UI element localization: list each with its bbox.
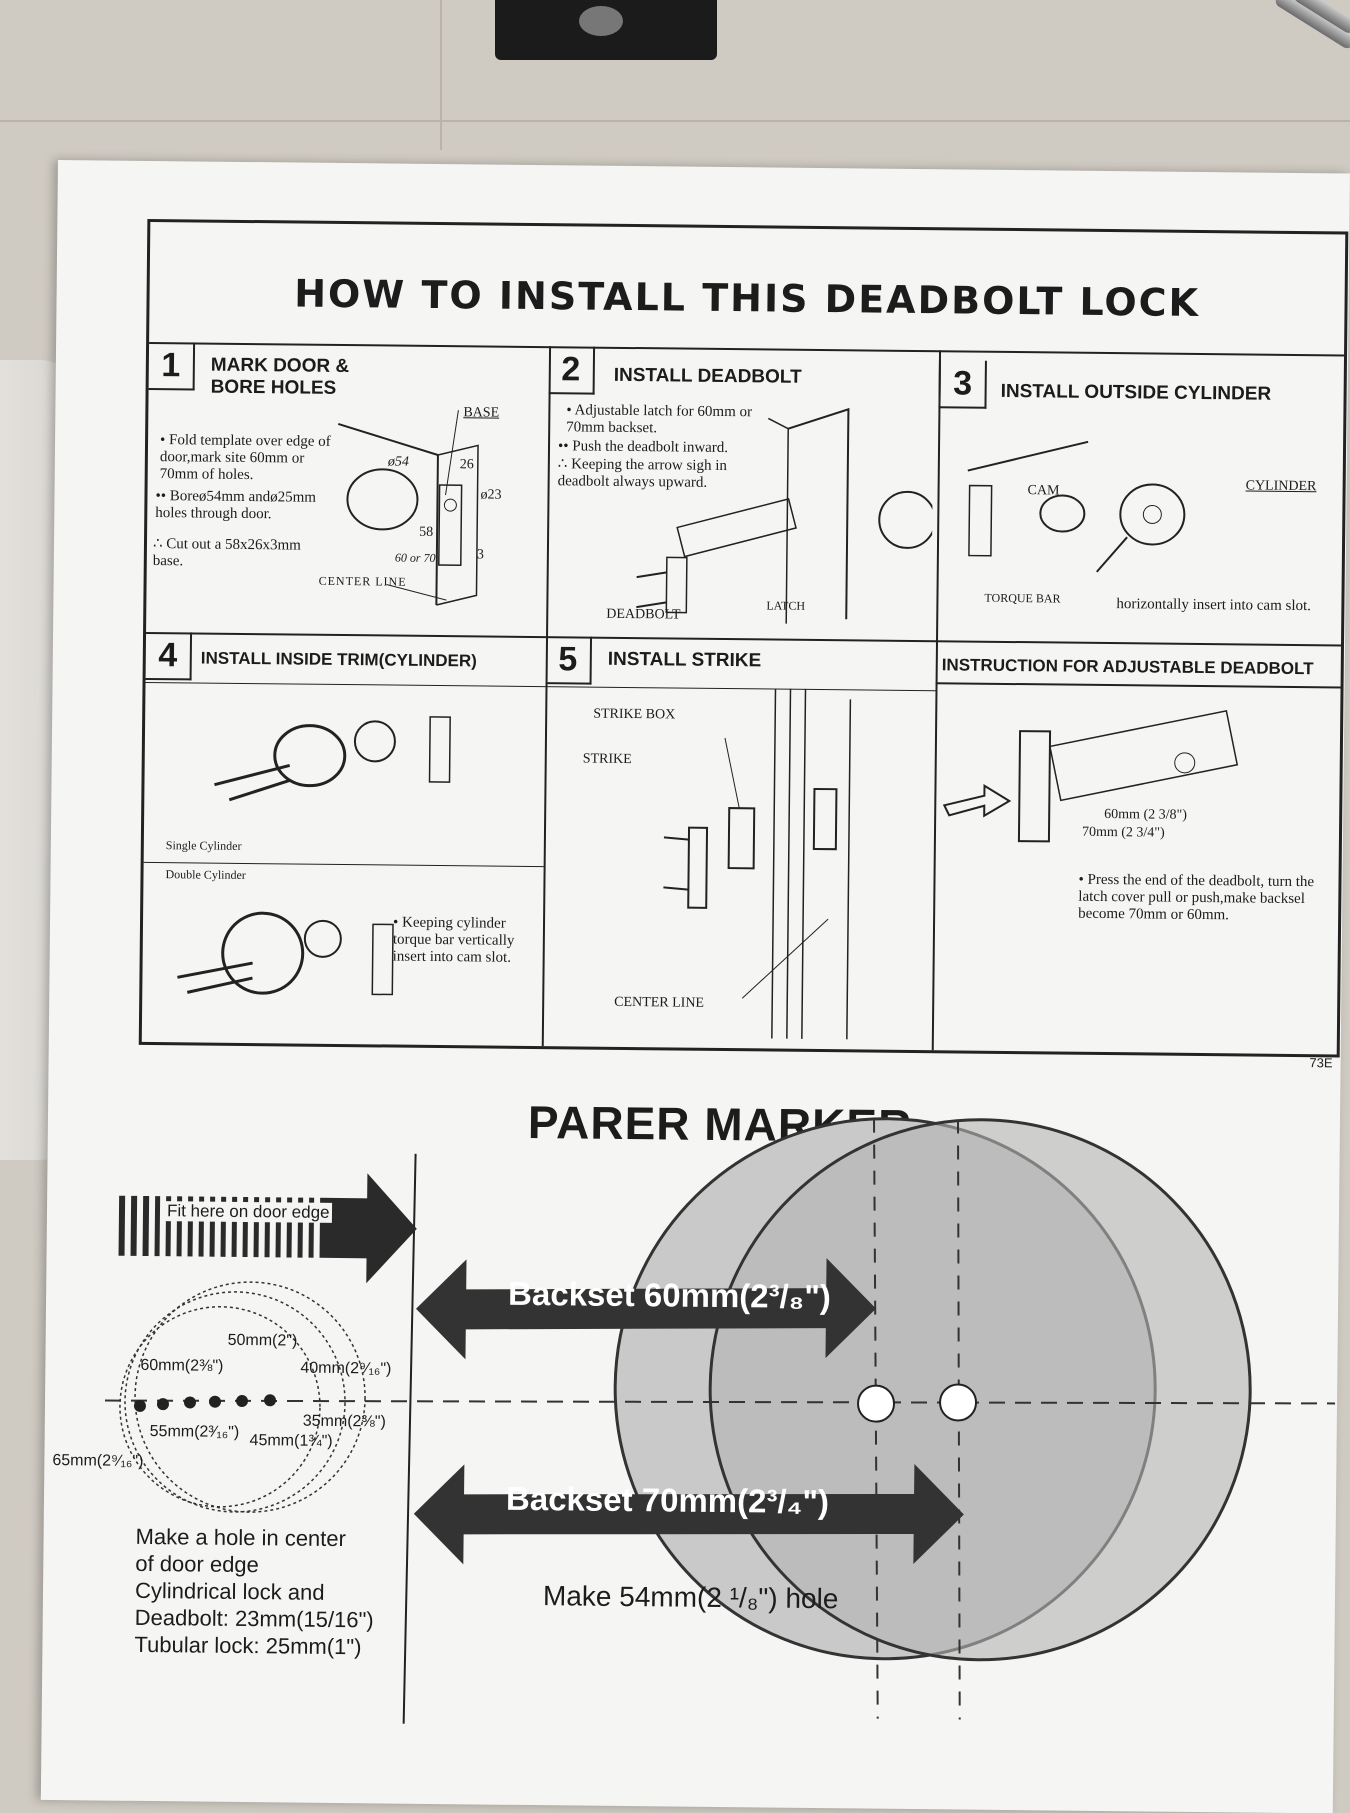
step-note: horizontally insert into cam slot. bbox=[1116, 596, 1312, 615]
step-number: 3 bbox=[938, 360, 987, 409]
backset-60-label: Backset 60mm(2³/₈") bbox=[507, 1274, 832, 1316]
step-number: 2 bbox=[548, 346, 596, 395]
lock-plate-photo bbox=[495, 0, 717, 60]
note-line: Make a hole in center bbox=[135, 1523, 347, 1552]
label-d23: ø23 bbox=[480, 487, 502, 503]
step-3: 3 INSTALL OUTSIDE CYLINDER CYLINDER CAM … bbox=[150, 222, 1345, 614]
step-bullet: • Keeping cylinder torque bar vertically… bbox=[392, 914, 515, 966]
instructions-title: HOW TO INSTALL THIS DEADBOLT LOCK bbox=[293, 271, 1201, 325]
note-line: Tubular lock: 25mm(1") bbox=[134, 1631, 362, 1660]
step-4: 4 INSTALL INSIDE TRIM(CYLINDER) Single C… bbox=[145, 222, 1345, 996]
label-single-cylinder: Single Cylinder bbox=[165, 838, 242, 853]
step-5: 5 INSTALL STRIKE STRIKE BOX STRIKE CENTE… bbox=[150, 222, 1345, 1040]
step-title: INSTALL STRIKE bbox=[607, 648, 762, 672]
label-70mm: 70mm (2 3/4") bbox=[1081, 824, 1165, 841]
dim-label: 50mm(2") bbox=[227, 1331, 298, 1350]
instruction-sheet: HOW TO INSTALL THIS DEADBOLT LOCK 1 MARK… bbox=[40, 160, 1350, 1813]
label-latch: LATCH bbox=[766, 598, 806, 613]
marker-template bbox=[105, 1117, 1336, 1724]
note-line: of door edge bbox=[135, 1550, 259, 1578]
double-cylinder-diagram bbox=[177, 911, 394, 996]
floor-tile-seam bbox=[440, 0, 442, 150]
note-line: Cylindrical lock and bbox=[134, 1577, 325, 1605]
label-3: 3 bbox=[476, 547, 484, 563]
dim-label: 45mm(1¾") bbox=[249, 1432, 333, 1450]
label-d54: ø54 bbox=[387, 454, 409, 470]
step-bullet: ∴ Cut out a 58x26x3mm base. bbox=[152, 536, 301, 570]
label-deadbolt: DEADBOLT bbox=[606, 606, 681, 623]
outside-cylinder-diagram bbox=[967, 440, 1186, 573]
door-bore-diagram bbox=[337, 410, 479, 606]
step-title: BORE HOLES bbox=[210, 376, 337, 399]
label-center-line: CENTER LINE bbox=[614, 994, 705, 1011]
label-58: 58 bbox=[419, 524, 434, 540]
instructions-frame: HOW TO INSTALL THIS DEADBOLT LOCK 1 MARK… bbox=[138, 218, 1349, 1058]
label-double-cylinder: Double Cylinder bbox=[165, 867, 246, 883]
label-60or70: 60 or 70 bbox=[394, 550, 436, 565]
step-title: INSTALL INSIDE TRIM(CYLINDER) bbox=[200, 648, 477, 671]
step-bullet: •• Boreø54mm andø25mm holes through door… bbox=[155, 488, 317, 523]
label-center-line: CENTER LINE bbox=[318, 573, 407, 589]
note-line: Deadbolt: 23mm(15/16") bbox=[134, 1604, 374, 1633]
step-title: INSTALL OUTSIDE CYLINDER bbox=[1000, 380, 1272, 405]
step-2: 2 INSTALL DEADBOLT • Adjustable latch fo… bbox=[150, 222, 1345, 624]
step-title: INSTRUCTION FOR ADJUSTABLE DEADBOLT bbox=[941, 655, 1314, 679]
step-number: 1 bbox=[148, 341, 196, 391]
step-title: MARK DOOR & bbox=[210, 354, 350, 378]
dim-label: 40mm(2⁹⁄₁₆") bbox=[300, 1359, 392, 1378]
hole-note: Make a hole in center of door edge Cylin… bbox=[134, 1523, 374, 1660]
fit-door-edge-label: Fit here on door edge bbox=[164, 1201, 332, 1223]
step-number: 4 bbox=[145, 631, 193, 681]
dim-label: 35mm(2⅜") bbox=[302, 1412, 386, 1431]
dim-label: 55mm(2³⁄₁₆") bbox=[149, 1423, 240, 1441]
dim-label: 60mm(2⅜") bbox=[140, 1356, 224, 1375]
dim-label: 65mm(2⁹⁄₁₆") bbox=[52, 1452, 144, 1470]
label-cam: CAM bbox=[1027, 483, 1060, 499]
label-cylinder: CYLINDER bbox=[1245, 478, 1317, 495]
hole-size-label: Make 54mm(2 ¹/₈") hole bbox=[542, 1580, 839, 1615]
step-bullet: • Press the end of the deadbolt, turn th… bbox=[1078, 871, 1315, 924]
step-1: 1 MARK DOOR & BORE HOLES • Fold template… bbox=[148, 222, 1345, 606]
backset-70-label: Backset 70mm(2³/₄") bbox=[505, 1479, 830, 1521]
strike-diagram bbox=[663, 688, 852, 1040]
label-torque-bar: TORQUE BAR bbox=[984, 590, 1061, 606]
step-adjustable: INSTRUCTION FOR ADJUSTABLE DEADBOLT 60mm… bbox=[150, 222, 1345, 923]
label-60mm: 60mm (2 3/8") bbox=[1104, 806, 1187, 823]
floor-tile-seam bbox=[0, 120, 1350, 122]
screws-photo bbox=[1260, 0, 1350, 60]
adjustable-deadbolt-diagram bbox=[942, 709, 1239, 843]
step-bullet: • Fold template over edge of door,mark s… bbox=[159, 432, 331, 484]
label-26: 26 bbox=[459, 457, 474, 473]
single-cylinder-diagram bbox=[214, 716, 451, 802]
label-base: BASE bbox=[463, 405, 500, 421]
deadbolt-diagram bbox=[636, 407, 934, 624]
